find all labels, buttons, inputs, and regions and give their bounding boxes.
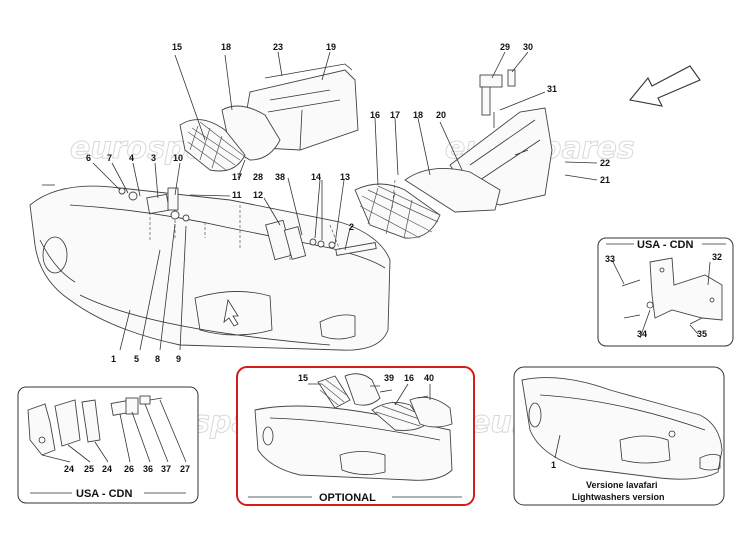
callout-label: 15: [172, 42, 182, 52]
callout-label: 11: [232, 190, 242, 200]
usa-cdn-right-inset: USA - CDN 33 32 34 35: [597, 237, 734, 347]
callout-label: 6: [86, 153, 91, 163]
callout-label: 25: [84, 464, 94, 474]
usa-cdn-left-inset: USA - CDN 24 25 24 26 36 37 27: [17, 386, 199, 504]
callout-label: 13: [340, 172, 350, 182]
callout-label: 39: [384, 373, 394, 383]
callout-label: 21: [600, 175, 610, 185]
callout-label: 20: [436, 110, 446, 120]
front-bumper: [29, 185, 391, 351]
callout-label: 22: [600, 158, 610, 168]
callout-label: 16: [404, 373, 414, 383]
callout-label: 17: [232, 172, 242, 182]
right-bracket-parts: [479, 69, 516, 128]
inset-title: OPTIONAL: [319, 492, 376, 504]
optional-inset: OPTIONAL 15 39 16 40: [236, 366, 475, 506]
callout-label: 15: [298, 373, 308, 383]
callout-label: 7: [107, 153, 112, 163]
callout-label: 37: [161, 464, 171, 474]
callout-label: 10: [173, 153, 183, 163]
direction-arrow-icon: [628, 65, 701, 107]
leader-lines: [42, 51, 598, 351]
callout-label: 24: [64, 464, 74, 474]
callout-label: 27: [180, 464, 190, 474]
callout-label: 36: [143, 464, 153, 474]
inset-title-english: Lightwashers version: [572, 492, 665, 502]
callout-label: 4: [129, 153, 134, 163]
inset-title: USA - CDN: [637, 239, 693, 251]
callout-label: 1: [111, 354, 116, 364]
callout-label: 16: [370, 110, 380, 120]
callout-label: 28: [253, 172, 263, 182]
inset-title: USA - CDN: [76, 488, 132, 500]
callout-label: 32: [712, 252, 722, 262]
right-air-duct: [354, 107, 553, 239]
callout-label: 23: [273, 42, 283, 52]
callout-label: 18: [413, 110, 423, 120]
callout-label: 29: [500, 42, 510, 52]
callout-label: 24: [102, 464, 112, 474]
callout-label: 26: [124, 464, 134, 474]
callout-label: 9: [176, 354, 181, 364]
callout-label: 40: [424, 373, 434, 383]
callout-label: 33: [605, 254, 615, 264]
lightwasher-inset: 1 Versione lavafari Lightwashers version: [513, 366, 725, 506]
callout-label: 1: [551, 460, 556, 470]
left-brackets: [118, 187, 377, 261]
callout-label: 18: [221, 42, 231, 52]
callout-label: 35: [697, 329, 707, 339]
callout-label: 38: [275, 172, 285, 182]
callout-label: 12: [253, 190, 263, 200]
callout-label: 17: [390, 110, 400, 120]
inset-title-italian: Versione lavafari: [586, 480, 658, 490]
callout-label: 31: [547, 84, 557, 94]
callout-label: 2: [349, 222, 354, 232]
left-air-duct: [179, 63, 359, 172]
callout-label: 14: [311, 172, 321, 182]
callout-label: 5: [134, 354, 139, 364]
callout-label: 8: [155, 354, 160, 364]
callout-label: 34: [637, 329, 647, 339]
callout-label: 19: [326, 42, 336, 52]
callout-label: 3: [151, 153, 156, 163]
callout-label: 30: [523, 42, 533, 52]
